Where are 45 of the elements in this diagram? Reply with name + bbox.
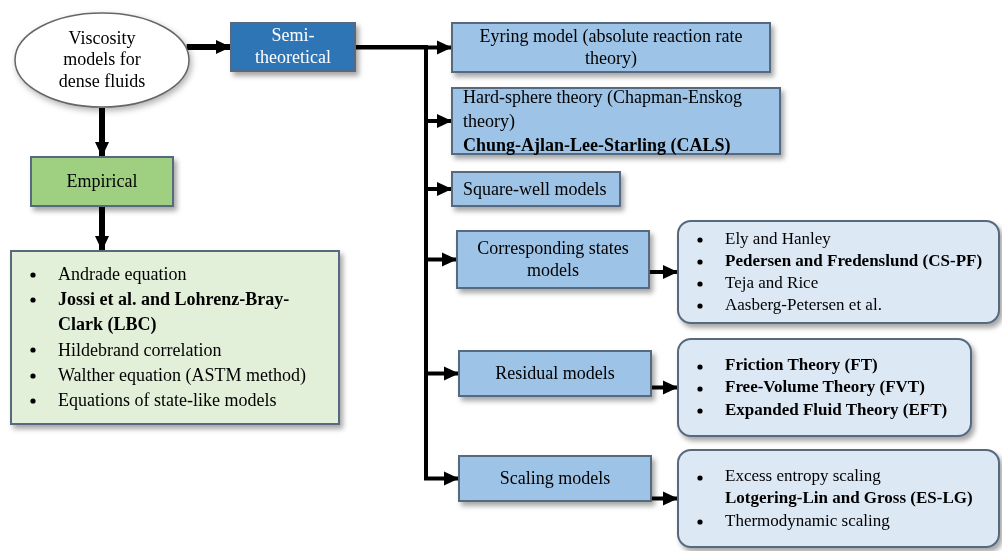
node-label: Hard-sphere theory (Chapman-Enskog theory)	[463, 85, 743, 133]
list-item: Thermodynamic scaling	[725, 509, 890, 532]
arrow	[95, 207, 109, 251]
arrow	[186, 40, 231, 54]
list-item: Expanded Fluid Theory (EFT)	[725, 398, 948, 421]
node-label: Viscosity models for dense fluids	[57, 27, 147, 93]
arrow	[356, 45, 459, 486]
list-item: Teja and Rice	[725, 272, 819, 294]
model-box	[451, 171, 621, 207]
node-label: Scaling models	[499, 467, 611, 490]
list-item: Excess entropy scaling Lotgering-Lin and Gross (ES-LG)	[725, 465, 973, 510]
model-list-box	[677, 338, 972, 437]
list-item: Andrade equation	[58, 262, 187, 286]
model-box	[458, 455, 652, 502]
list-item: Jossi et al. and Lohrenz-Bray-Clark (LBC)	[58, 288, 291, 337]
start-ellipse	[14, 12, 190, 108]
model-box	[451, 87, 781, 155]
arrow	[95, 108, 109, 157]
model-list-box	[10, 250, 340, 425]
node-subtitle: Chung-Ajlan-Lee-Starling (CALS)	[463, 134, 731, 158]
node-label: Empirical	[66, 170, 138, 193]
list-item: Walther equation (ASTM method)	[58, 363, 306, 387]
list-item: Equations of state-like models	[58, 388, 277, 412]
node-label: Semi-theoretical	[254, 25, 332, 69]
node-label: Residual models	[495, 362, 615, 385]
list-item: Free-Volume Theory (FVT)	[725, 376, 925, 399]
category-box	[230, 22, 356, 72]
arrow	[652, 380, 678, 395]
list-item: Ely and Hanley	[725, 227, 831, 250]
node-label: Eyring model (absolute reaction rate theory)	[478, 25, 744, 70]
node-label: Square-well models	[463, 177, 607, 201]
model-list-box	[677, 220, 1000, 324]
model-list-box	[677, 449, 1000, 548]
list-item: Hildebrand correlation	[58, 338, 222, 362]
category-box	[30, 156, 174, 207]
arrow	[650, 265, 678, 279]
list-item: Aasberg-Petersen et al.	[725, 294, 882, 317]
list-item: Pedersen and Fredenslund (CS-PF)	[725, 249, 983, 272]
model-box	[456, 230, 650, 289]
model-box	[458, 350, 652, 397]
list-item: Friction Theory (FT)	[725, 354, 878, 377]
arrow	[356, 40, 452, 55]
arrow	[652, 491, 678, 506]
node-label: Corresponding states models	[476, 237, 630, 282]
model-box	[451, 22, 771, 73]
